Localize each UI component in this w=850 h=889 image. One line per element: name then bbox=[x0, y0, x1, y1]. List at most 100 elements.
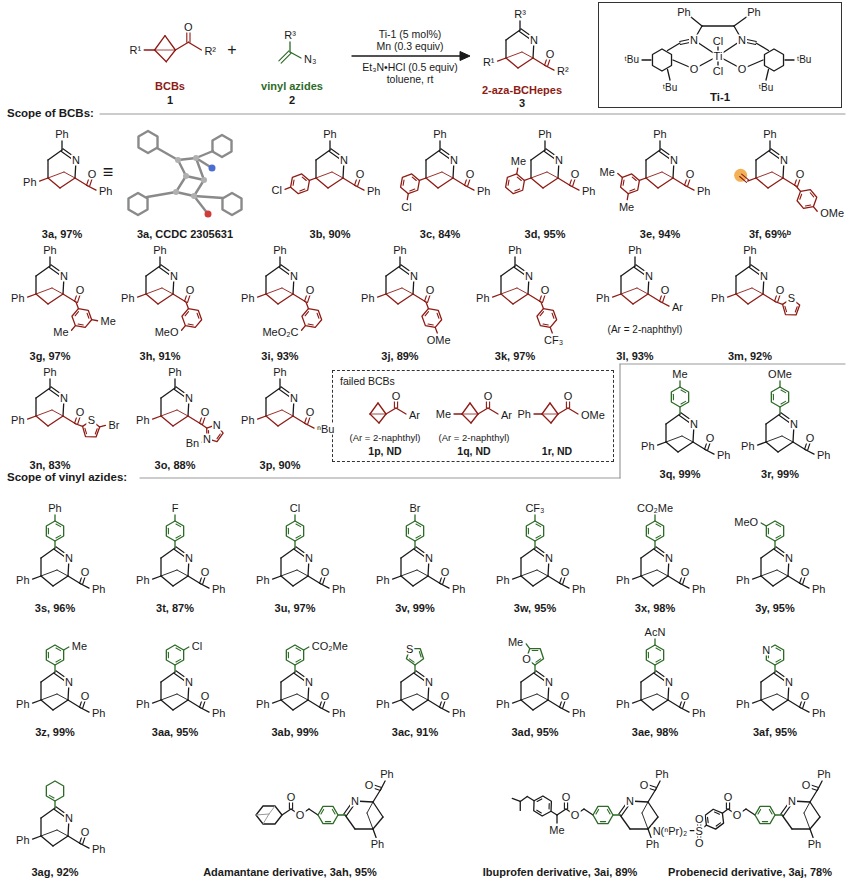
bond-line bbox=[35, 398, 36, 416]
oxygen-atom: O bbox=[723, 792, 734, 803]
bond-line bbox=[542, 414, 551, 423]
oxygen-atom: O bbox=[440, 567, 451, 578]
bond-line bbox=[52, 288, 63, 294]
bond-line bbox=[279, 379, 280, 388]
substituent-label: Ph bbox=[811, 583, 826, 594]
bond-line bbox=[665, 424, 666, 442]
double-bond bbox=[279, 51, 289, 61]
oxygen-atom: O bbox=[563, 391, 574, 402]
nitrogen-atom: N bbox=[789, 419, 799, 430]
aromatic-bond bbox=[596, 809, 599, 814]
bond-line bbox=[686, 186, 694, 190]
substituent-label: Ph bbox=[42, 245, 57, 256]
substituent-label: Ph bbox=[255, 698, 270, 709]
bond-line bbox=[48, 172, 64, 178]
substituent-label: Ph bbox=[91, 843, 106, 854]
nitrogen-atom: N bbox=[544, 677, 554, 688]
oxygen-atom: O bbox=[286, 792, 297, 803]
note-label: (Ar = 2-naphthyl) bbox=[437, 433, 510, 443]
nitrogen-atom: N bbox=[184, 677, 194, 688]
bond-line bbox=[36, 288, 52, 294]
nitrogen-atom: N bbox=[787, 796, 797, 807]
bond-line bbox=[756, 43, 769, 51]
aromatic-bond bbox=[785, 306, 787, 311]
bond-line bbox=[414, 541, 415, 548]
atom-label: N bbox=[737, 35, 747, 46]
bond-line bbox=[293, 700, 308, 710]
atom-label: ᵗBu bbox=[796, 55, 812, 65]
bond-line bbox=[266, 294, 278, 304]
bond-line bbox=[278, 294, 293, 304]
bond-line bbox=[641, 576, 653, 586]
bond-line bbox=[174, 665, 175, 672]
bond-line bbox=[41, 836, 53, 846]
bond-line bbox=[543, 178, 558, 188]
aromatic-bond bbox=[776, 659, 781, 662]
ring-outline bbox=[286, 521, 303, 541]
bond-line bbox=[282, 288, 293, 294]
bond-line bbox=[442, 172, 453, 178]
aromatic-bond bbox=[648, 528, 649, 533]
aromatic-bond bbox=[548, 804, 549, 809]
aromatic-bond bbox=[176, 524, 181, 527]
crystal-atom bbox=[191, 193, 197, 199]
aromatic-bond bbox=[528, 528, 529, 533]
aromatic-bond bbox=[408, 528, 409, 533]
bond-line bbox=[640, 682, 641, 700]
oxygen-atom: O bbox=[540, 285, 551, 296]
bond-line bbox=[541, 302, 543, 309]
nitrogen-atom: N bbox=[664, 677, 674, 688]
bond-line bbox=[534, 413, 542, 414]
bond-line bbox=[160, 398, 161, 416]
heteroatom-label: S bbox=[405, 643, 414, 654]
bond-line bbox=[64, 647, 69, 650]
oxygen-atom: O bbox=[364, 780, 375, 791]
bond-line bbox=[173, 576, 188, 586]
compound-label: 3j, 89% bbox=[380, 351, 419, 362]
bond-line bbox=[60, 178, 75, 188]
condition-text: toluene, rt bbox=[386, 74, 435, 85]
section-header: Scope of vinyl azides: bbox=[6, 472, 128, 484]
ring-outline bbox=[646, 645, 663, 665]
bond-line bbox=[666, 442, 678, 452]
bond-line bbox=[414, 665, 415, 672]
substituent-label: Me bbox=[52, 326, 69, 337]
aromatic-bond bbox=[419, 652, 421, 657]
nitrogen-atom: N bbox=[784, 677, 794, 688]
nitrogen-atom: N bbox=[424, 553, 434, 564]
bond-line bbox=[188, 42, 201, 50]
bond-line bbox=[177, 570, 188, 576]
bond-line bbox=[54, 665, 55, 672]
bond-line bbox=[279, 257, 280, 266]
bond-line bbox=[36, 410, 52, 416]
compound-label: 3m, 92% bbox=[727, 351, 773, 362]
bond-line bbox=[28, 416, 36, 419]
bond-line bbox=[281, 570, 297, 576]
atom-label: Ph bbox=[746, 7, 761, 18]
aromatic-bond bbox=[543, 323, 548, 325]
bond-line bbox=[756, 178, 768, 188]
compound-label: 3q, 99% bbox=[659, 469, 702, 480]
substituent-label: OMe bbox=[426, 335, 452, 346]
bond-line bbox=[462, 414, 471, 423]
bond-line bbox=[785, 59, 794, 60]
bond-line bbox=[620, 276, 621, 294]
bond-line bbox=[370, 403, 378, 414]
bond-line bbox=[813, 207, 817, 212]
cage-bond bbox=[256, 814, 269, 815]
bond-line bbox=[315, 160, 316, 178]
bond-line bbox=[401, 576, 413, 586]
substituent-label: Ph bbox=[211, 583, 226, 594]
bond-line bbox=[281, 672, 295, 682]
bond-line bbox=[778, 442, 793, 452]
bond-line bbox=[173, 700, 188, 710]
note-label: (Ar = 2-naphthyl) bbox=[348, 433, 421, 443]
bond-line bbox=[161, 700, 173, 710]
substituent-label: MeO₂C bbox=[261, 326, 299, 337]
substituent-label: Ph bbox=[710, 292, 725, 303]
bond-line bbox=[201, 708, 209, 712]
bond-line bbox=[630, 828, 648, 829]
bond-line bbox=[796, 186, 801, 191]
bond-line bbox=[49, 257, 50, 266]
ring-outline bbox=[506, 174, 525, 194]
